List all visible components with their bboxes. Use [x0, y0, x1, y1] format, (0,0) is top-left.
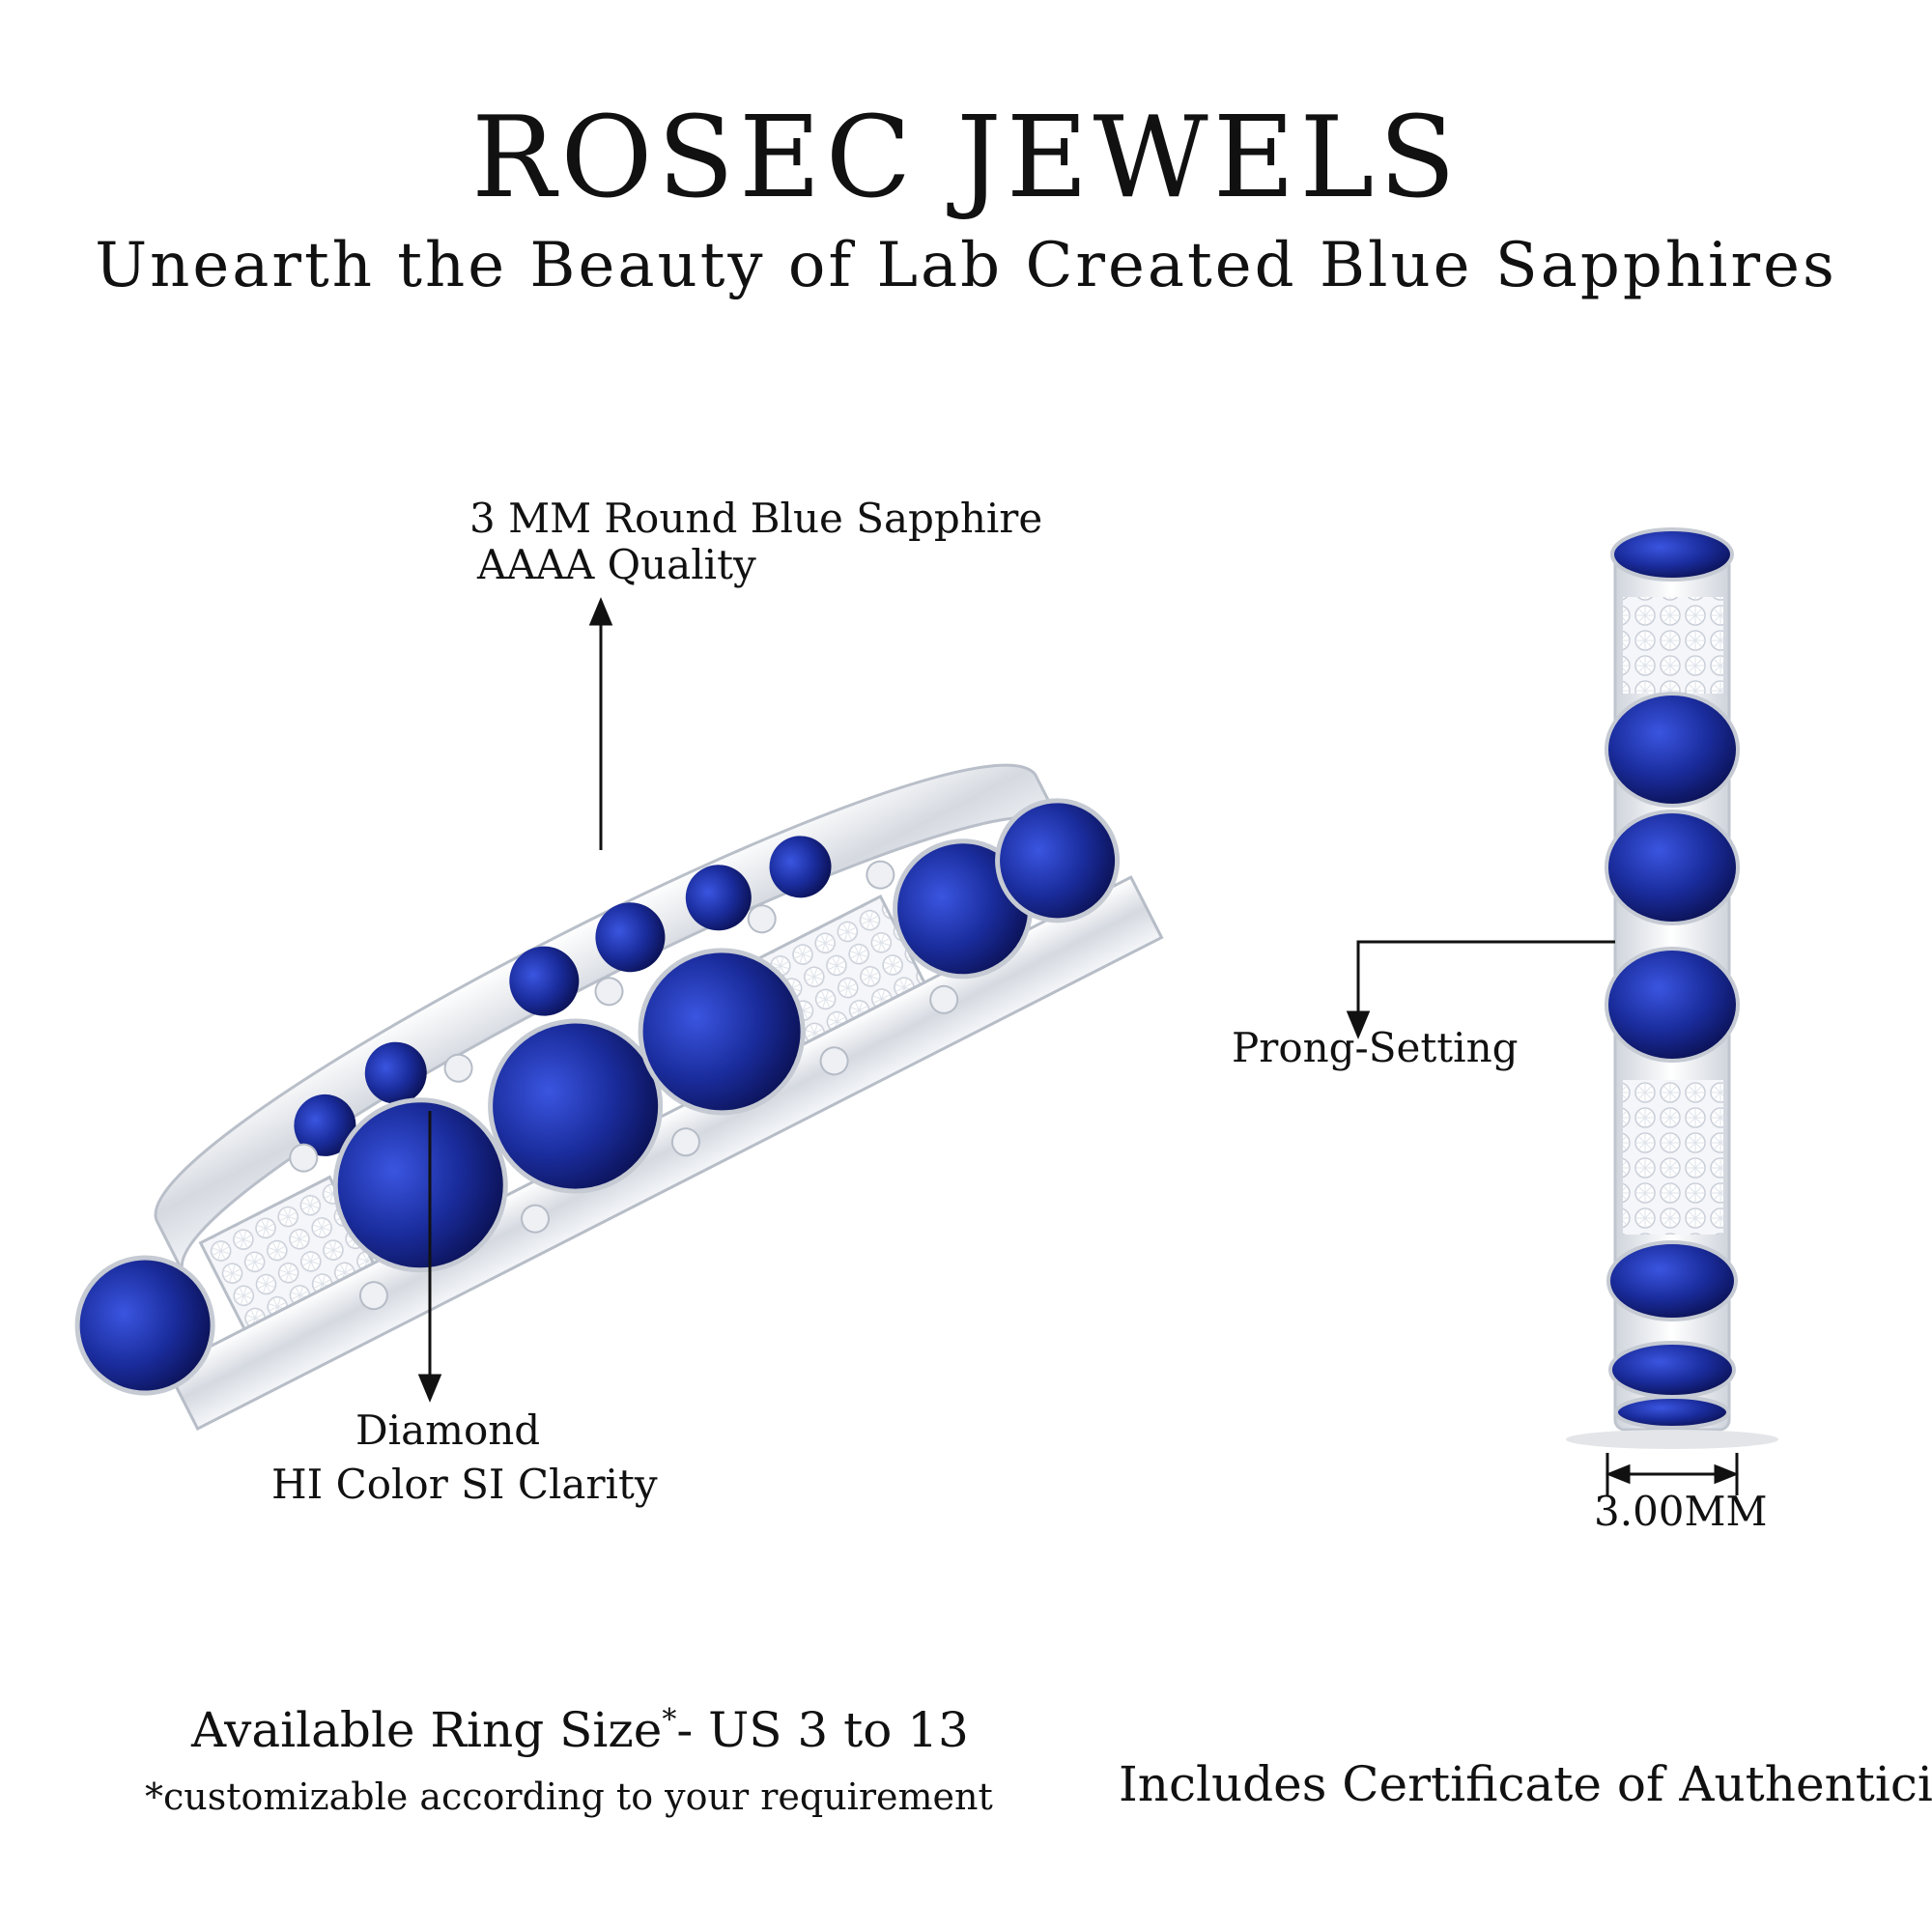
sapphire-callout-line1: 3 MM Round Blue Sapphire [469, 495, 1043, 542]
diamond-callout-line1: Diamond [355, 1406, 541, 1454]
sapphire-callout-line2: AAAA Quality [477, 541, 756, 588]
ring-prongs [289, 860, 959, 1311]
ring-size-line: Available Ring Size*- US 3 to 13 [191, 1702, 969, 1758]
tagline: Unearth the Beauty of Lab Created Blue S… [95, 230, 1837, 301]
ring-side-view [1566, 527, 1778, 1449]
side-view-stones [1605, 527, 1740, 1430]
ring-size-asterisk: * [662, 1703, 677, 1737]
diamond-block [1623, 1080, 1723, 1235]
ring-front-stones [74, 798, 1121, 1396]
prong-leader-line [1356, 940, 1615, 1019]
prong-setting-callout: Prong-Setting [1232, 1024, 1519, 1071]
width-callout: 3.00MM [1594, 1488, 1768, 1535]
ring-back-stones [294, 836, 832, 1156]
customizable-note: *customizable according to your requirem… [145, 1776, 993, 1818]
prong-arrowhead [1346, 1010, 1371, 1039]
diamond-arrowhead [417, 1374, 442, 1403]
ring-size-value: - US 3 to 13 [676, 1702, 969, 1758]
diamond-callout-line2: HI Color SI Clarity [271, 1461, 658, 1508]
width-arrow-left [1605, 1463, 1631, 1485]
ring-main-view [74, 763, 1164, 1431]
brand-title: ROSEC JEWELS [471, 93, 1461, 223]
width-arrow-right [1714, 1463, 1740, 1485]
ring-size-label: Available Ring Size [191, 1702, 663, 1758]
diamond-block [1623, 597, 1723, 694]
sapphire-arrowhead [588, 597, 613, 626]
certificate-note: Includes Certificate of Authenticity [1119, 1756, 1932, 1812]
